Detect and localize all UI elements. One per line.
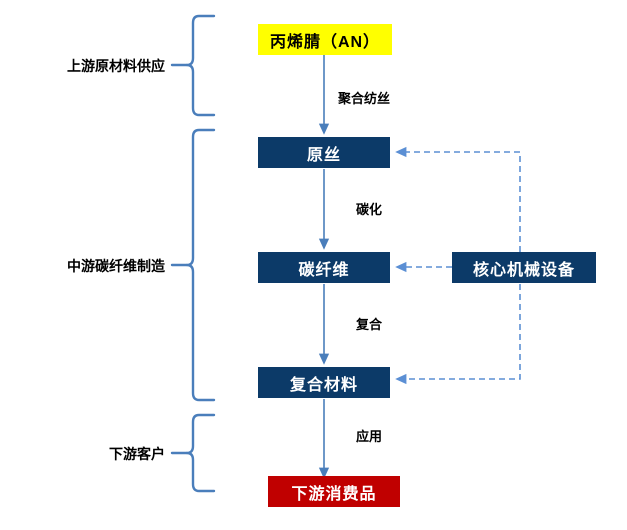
bracket-midstream — [170, 128, 216, 402]
dashed-equipment-to-composite — [395, 284, 521, 385]
stage-label-midstream: 中游碳纤维制造 — [67, 258, 165, 274]
edge-label-compounding: 复合 — [356, 317, 383, 332]
bracket-downstream — [170, 413, 216, 493]
bracket-upstream — [170, 14, 216, 117]
edge-label-polymerization-spinning: 聚合纺丝 — [338, 91, 391, 106]
edge-label-application: 应用 — [356, 429, 383, 444]
edge-label-carbonization: 碳化 — [356, 202, 383, 217]
stage-label-upstream: 上游原材料供应 — [67, 58, 165, 74]
node-core-machinery-equipment[interactable]: 核心机械设备 — [452, 252, 596, 283]
node-downstream-consumer-goods[interactable]: 下游消费品 — [268, 476, 400, 507]
stage-label-downstream: 下游客户 — [109, 446, 165, 462]
node-composite-material[interactable]: 复合材料 — [258, 367, 390, 398]
node-acrylonitrile[interactable]: 丙烯腈（AN） — [258, 24, 392, 55]
node-carbon-fiber[interactable]: 碳纤维 — [258, 252, 390, 283]
node-precursor[interactable]: 原丝 — [258, 137, 390, 168]
dashed-equipment-to-precursor — [395, 146, 521, 252]
